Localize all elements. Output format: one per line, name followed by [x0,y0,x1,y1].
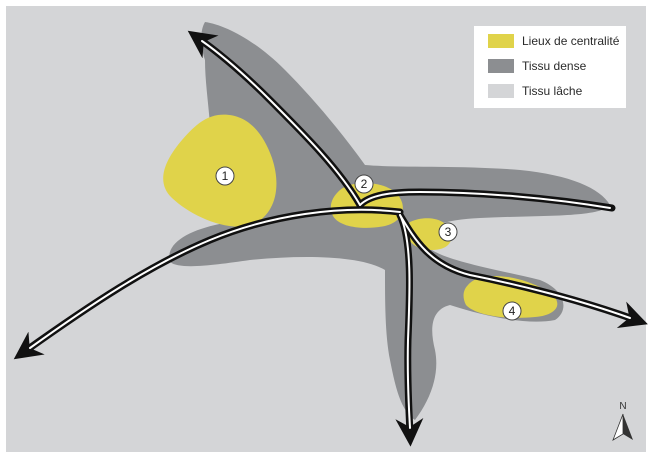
legend-label-dense: Tissu dense [522,59,587,73]
legend-swatch-loose [488,84,514,98]
centrality-label-4: 4 [509,304,516,318]
legend-swatch-centrality [488,34,514,48]
legend-swatch-dense [488,59,514,73]
legend-label-loose: Tissu lâche [522,84,583,98]
north-label: N [619,401,626,412]
centrality-marker-1: 1 [215,166,235,186]
legend-label-centrality: Lieux de centralité [522,34,620,48]
road-center-lines [29,40,631,429]
centrality-label-2: 2 [361,177,368,191]
legend: Lieux de centralité Tissu dense Tissu lâ… [474,26,626,108]
centrality-label-1: 1 [222,169,229,183]
north-arrow-icon: N [612,401,633,441]
centrality-marker-2: 2 [354,174,374,194]
centrality-marker-4: 4 [502,301,522,321]
centrality-label-3: 3 [445,225,452,239]
centrality-marker-3: 3 [438,222,458,242]
